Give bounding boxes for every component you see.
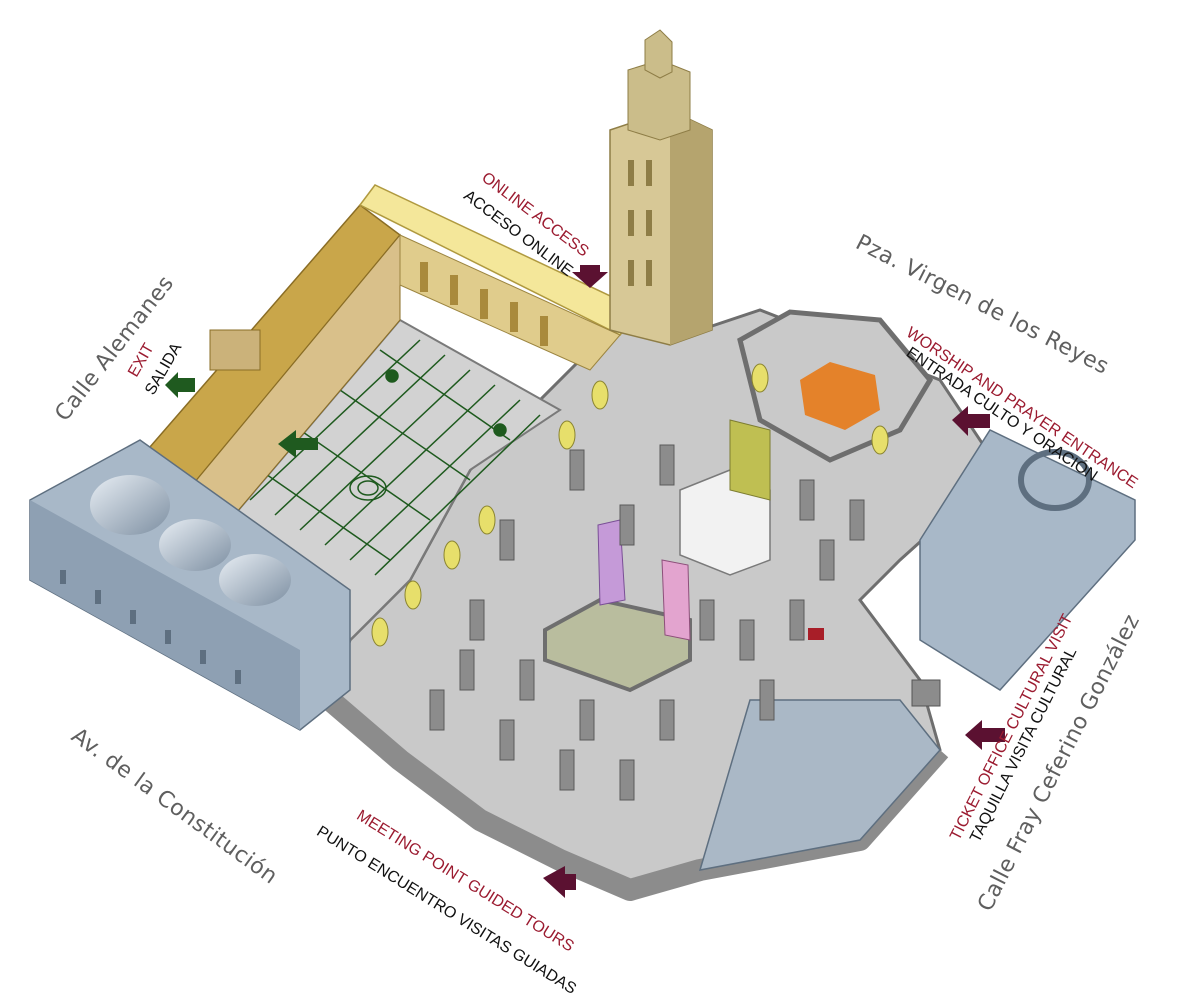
gallery-arches (420, 262, 548, 346)
courtyard-exit-arrow-icon (278, 430, 318, 458)
gallery-tower-small (209, 329, 261, 371)
side-chapels (371, 363, 889, 647)
chapter-building (698, 699, 941, 871)
meeting-point-arrow-icon (543, 866, 576, 898)
cathedral-isometric-map (29, 29, 1136, 901)
archive-building (29, 439, 351, 731)
cathedral-pillars (429, 444, 865, 801)
online-access-arrow-icon (572, 265, 608, 288)
altar-retablo (729, 419, 771, 501)
royal-chapel-altar (800, 362, 880, 430)
statue (911, 679, 941, 707)
info-point (808, 628, 824, 640)
giralda-tower (609, 29, 713, 346)
ticket-office-arrow-icon (965, 720, 1005, 750)
organ-right (661, 559, 691, 641)
worship-entrance-arrow-icon (952, 406, 990, 436)
organ-left (597, 519, 626, 606)
exit-arrow-icon (165, 372, 195, 398)
courtyard-pattern (249, 339, 541, 576)
